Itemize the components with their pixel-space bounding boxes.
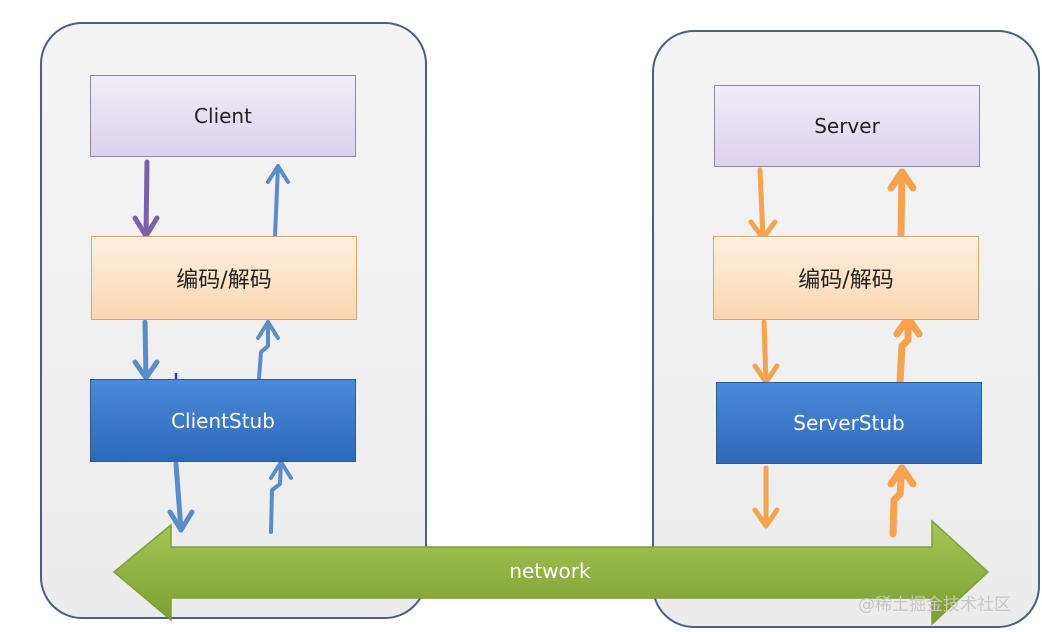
server-stub-box: ServerStub [716,382,982,464]
client-codec-box: 编码/解码 [91,236,357,320]
server-box: Server [714,85,980,167]
network-label: network [509,559,591,583]
server-codec-label: 编码/解码 [798,268,894,293]
client-stub-box: ClientStub [90,379,356,462]
watermark-text: @稀土掘金技术社区 [858,595,1011,615]
client-stub-label: ClientStub [171,408,275,433]
client-box: Client [90,75,356,157]
client-label: Client [194,104,252,128]
server-label: Server [814,114,880,138]
server-codec-box: 编码/解码 [713,236,979,320]
client-codec-label: 编码/解码 [176,268,272,293]
server-stub-label: ServerStub [793,411,905,435]
